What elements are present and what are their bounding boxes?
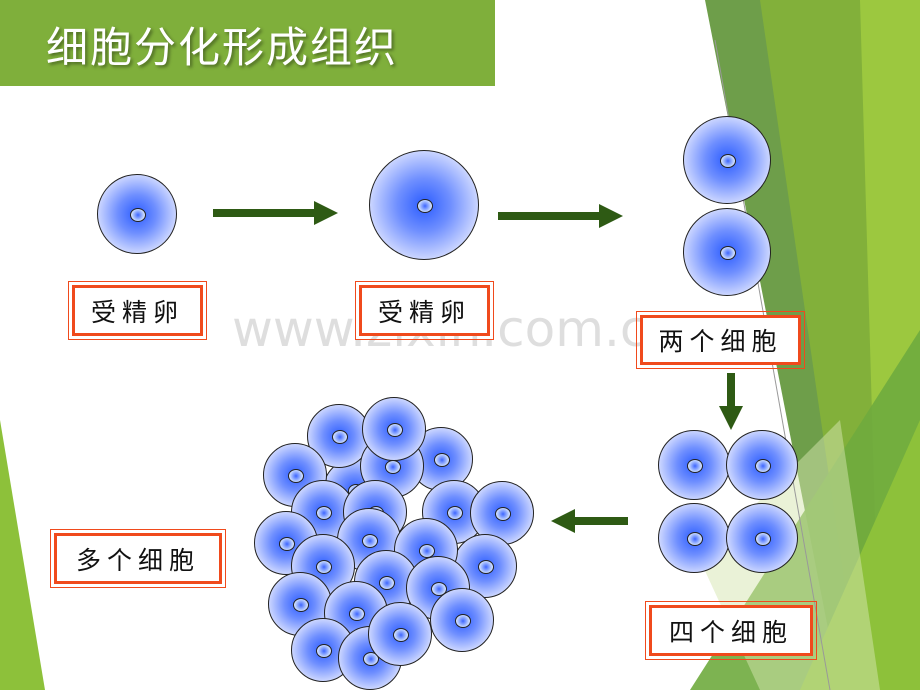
label-two-cells: 两个细胞: [636, 311, 805, 369]
cell: [658, 430, 730, 500]
cell: [726, 430, 798, 500]
cell: [430, 588, 494, 652]
label-many-cells: 多个细胞: [50, 529, 226, 588]
cell: [658, 503, 730, 573]
cell: [683, 116, 771, 204]
label-zygote: 受精卵: [68, 281, 207, 340]
arrow-down: [719, 373, 743, 430]
cell: [362, 397, 426, 461]
title-bar: [0, 0, 495, 86]
cell: [368, 602, 432, 666]
label-four-cells: 四个细胞: [645, 601, 817, 660]
zygote-cell: [97, 174, 177, 254]
arrow-right-1: [213, 201, 338, 225]
cell: [726, 503, 798, 573]
slide-title: 细胞分化形成组织: [46, 23, 399, 72]
arrow-left: [551, 509, 628, 533]
arrow-right-2: [498, 204, 623, 228]
zygote-cell-grown: [369, 150, 479, 260]
label-zygote-2: 受精卵: [355, 281, 494, 340]
cell: [683, 208, 771, 296]
